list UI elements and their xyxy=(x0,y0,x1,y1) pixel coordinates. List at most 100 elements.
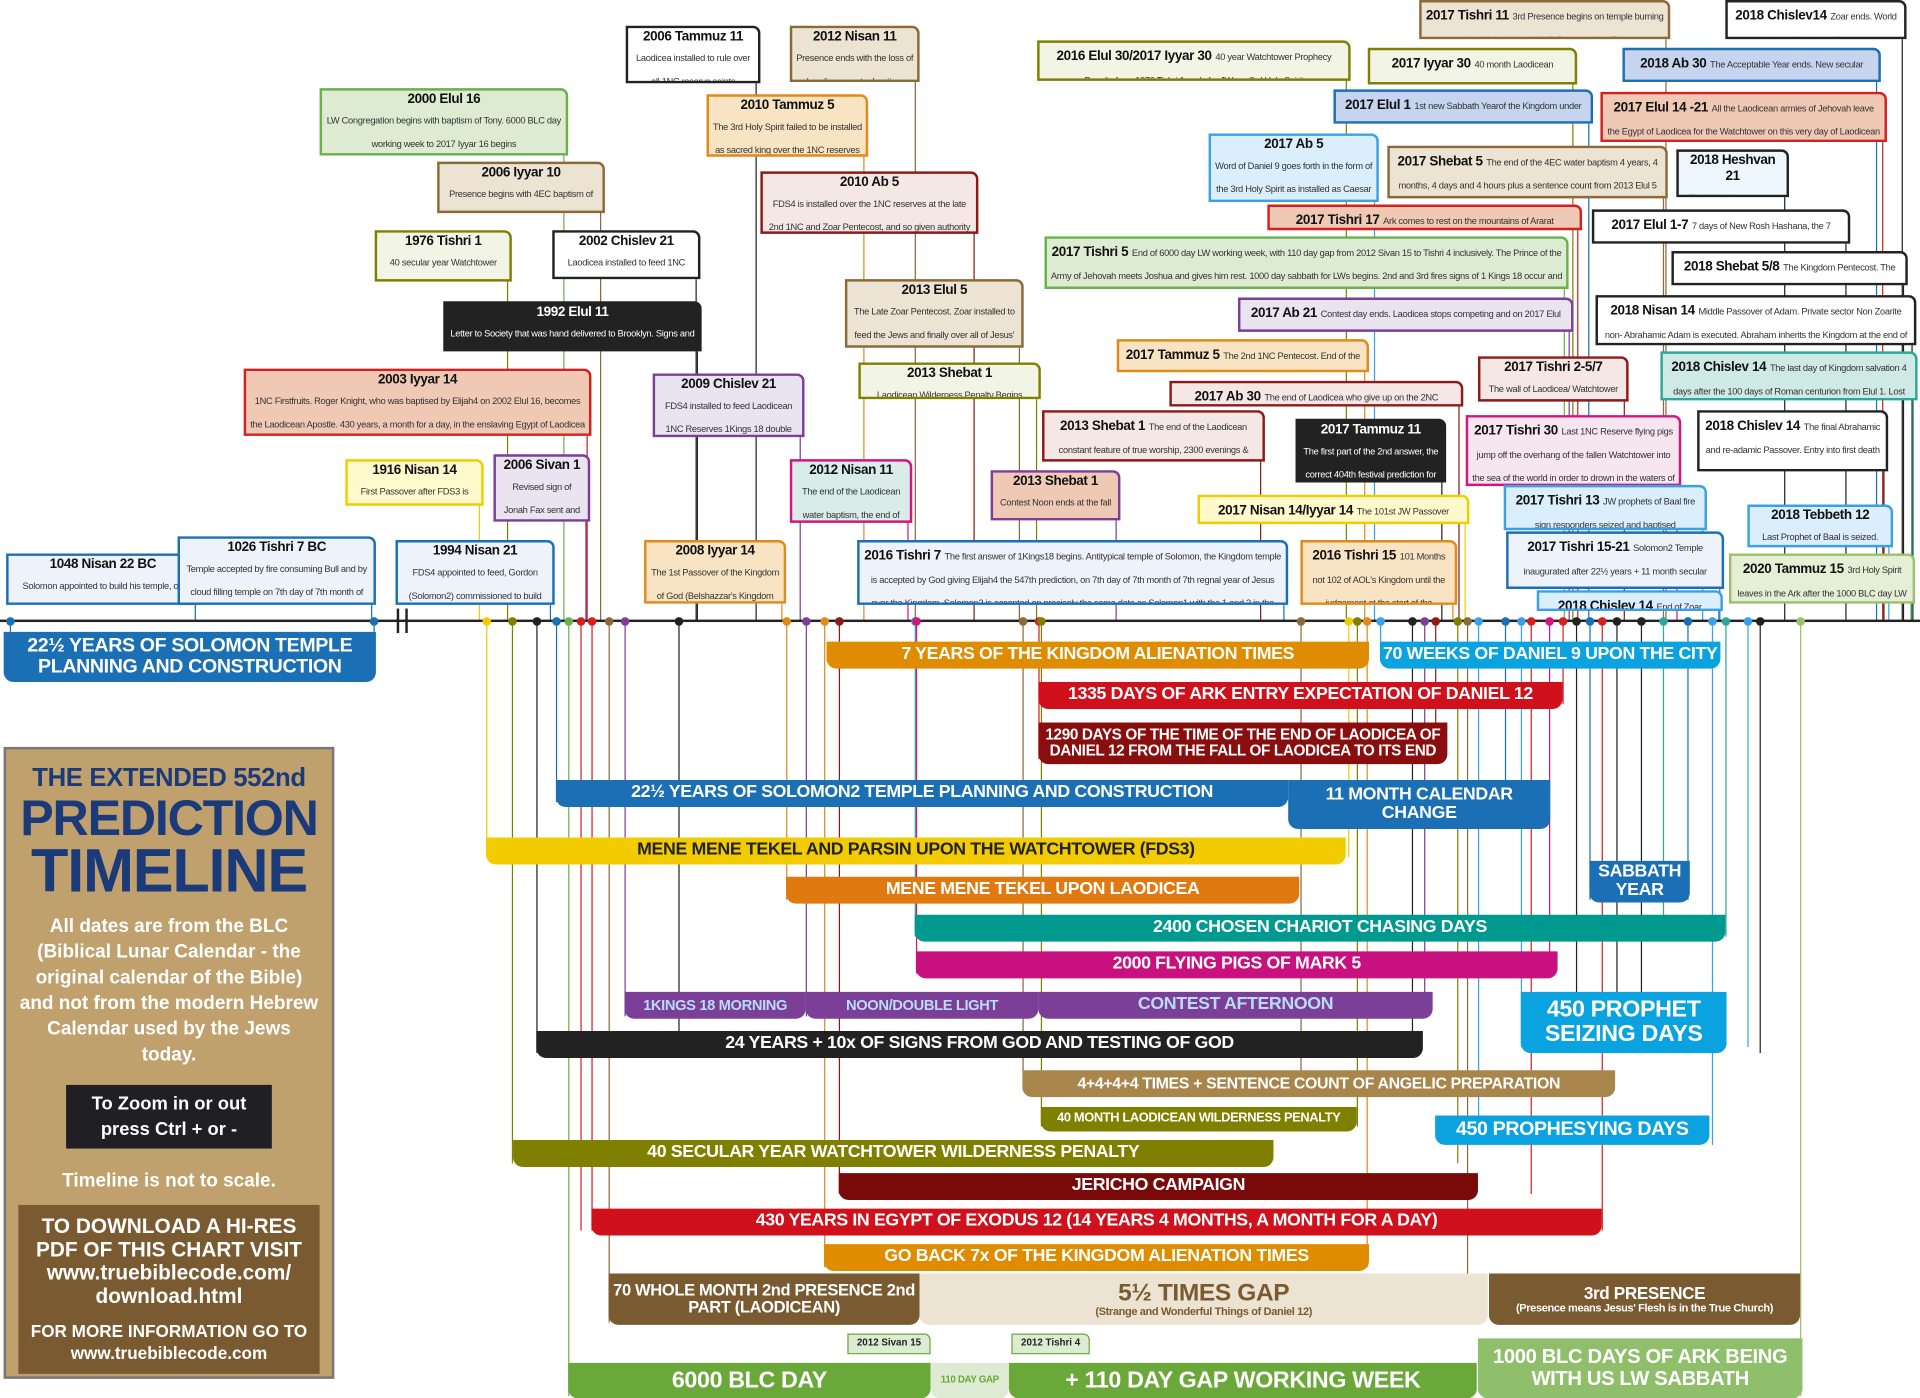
callout-stem xyxy=(755,83,758,621)
band-label: GO BACK 7x OF THE KINGDOM ALIENATION TIM… xyxy=(884,1247,1309,1267)
event-description: The last day of Kingdom salvation 4 days… xyxy=(1673,362,1907,397)
event-date: 2017 Nisan 14/Iyyar 14 xyxy=(1218,503,1353,518)
band-sublabel: (Strange and Wonderful Things of Daniel … xyxy=(1095,1305,1313,1318)
event-date: 2012 Nisan 11 xyxy=(812,29,897,45)
period-band: NOON/DOUBLE LIGHT xyxy=(805,991,1039,1019)
event-date: 2016 Tishri 15 xyxy=(1312,548,1397,564)
event-marker-dot xyxy=(1408,616,1417,626)
connector-line xyxy=(678,620,681,1054)
event-marker-dot xyxy=(1796,616,1805,626)
download-box: TO DOWNLOAD A HI-RES PDF OF THIS CHART V… xyxy=(18,1204,320,1374)
band-label: 22½ YEARS OF SOLOMON2 TEMPLE PLANNING AN… xyxy=(631,782,1214,803)
event-description: 1st new Sabbath Yearof the Kingdom under… xyxy=(1414,100,1582,112)
event-date: 1992 Elul 11 xyxy=(536,304,609,320)
event-marker-dot xyxy=(1637,616,1646,626)
event-marker-dot xyxy=(1597,616,1607,626)
callout-stem xyxy=(371,604,373,621)
download-link[interactable]: TO DOWNLOAD A HI-RES PDF OF THIS CHART V… xyxy=(35,1214,302,1308)
connector-line xyxy=(805,620,808,1017)
event-date: 2013 Shebat 1 xyxy=(1060,418,1146,434)
event-description: Laodicea installed to rule over all 1NC … xyxy=(636,52,751,84)
connector-line xyxy=(486,620,488,858)
band-label: SABBATH YEAR xyxy=(1598,861,1682,901)
event-date: 2017 Tammuz 11 xyxy=(1320,422,1422,438)
event-marker-dot xyxy=(1708,616,1717,626)
event-marker-dot xyxy=(564,616,574,626)
event-marker-dot xyxy=(674,616,684,626)
connector-line xyxy=(1380,620,1382,662)
event-date: 2017 Tishri 30 xyxy=(1474,423,1558,439)
panel-title-line3: TIMELINE xyxy=(31,836,308,905)
band-label: NOON/DOUBLE LIGHT xyxy=(845,996,999,1014)
callout-stem xyxy=(1910,603,1912,621)
event-marker-dot xyxy=(508,616,517,626)
period-band: 1000 BLC DAYS OF ARK BEING WITH US LW SA… xyxy=(1477,1338,1803,1398)
event-date: 2017 Elul 1 xyxy=(1345,97,1411,113)
callout-stem xyxy=(1902,285,1905,621)
callout-stem xyxy=(1464,524,1467,621)
connector-line xyxy=(1366,620,1369,1268)
event-description: FDS4 installed to feed Laodicean 1NC Res… xyxy=(664,400,793,435)
event-date: 2017 Elul 1-7 xyxy=(1611,217,1689,233)
event-marker-dot xyxy=(1037,616,1046,626)
connector-line xyxy=(1662,620,1665,937)
event-description: Contest day ends. Laodicea stops competi… xyxy=(1320,308,1561,320)
event-description: 1NC Firstfruits. Roger Knight, who was b… xyxy=(250,395,585,430)
info-link[interactable]: FOR MORE INFORMATION GO TO www.truebible… xyxy=(30,1321,308,1363)
period-band: 5½ TIMES GAP(Strange and Wonderful Thing… xyxy=(919,1273,1488,1325)
event-callout: 2018 Heshvan 21The Watchtower stops acti… xyxy=(1676,149,1789,198)
event-date: 2013 Elul 5 xyxy=(901,282,968,298)
connector-line xyxy=(1800,620,1802,1396)
event-description: Last Prophet of Baal is seized. xyxy=(1762,531,1879,543)
band-label: MENE MENE TEKEL UPON LAODICEA xyxy=(885,879,1200,900)
event-marker-dot xyxy=(912,616,921,626)
event-description: The Late Zoar Pentecost. Zoar installed … xyxy=(853,306,1015,341)
callout-stem xyxy=(1875,82,1878,621)
calendar-note: All dates are from the BLC (Biblical Lun… xyxy=(19,915,319,1066)
event-date: 2018 Chislev 14 xyxy=(1671,360,1767,375)
period-band: 24 YEARS + 10x OF SIGNS FROM GOD AND TES… xyxy=(536,1031,1423,1058)
event-date: 2017 Tishri 11 xyxy=(1425,8,1509,24)
event-date: 2006 Tammuz 11 xyxy=(642,29,744,45)
event-date: 2018 Chislev 14 xyxy=(1705,418,1801,434)
event-description: First Passover after FDS3 is installed o… xyxy=(360,486,469,498)
timeline-axis xyxy=(0,619,1920,623)
connector-line xyxy=(373,620,376,632)
event-date: 1994 Nisan 21 xyxy=(432,543,518,559)
event-description: FDS4 is installed over the 1NC reserves … xyxy=(768,198,971,233)
connector-line xyxy=(1457,620,1459,1164)
event-description: LW Congregation begins with baptism of T… xyxy=(326,115,562,150)
callout-stem xyxy=(586,435,589,621)
period-band: 7 YEARS OF THE KINGDOM ALIENATION TIMES xyxy=(826,641,1369,669)
event-callout: 2006 Tammuz 11 Laodicea installed to rule… xyxy=(625,25,761,84)
event-description: End of 6000 day LW working week, with 11… xyxy=(1050,247,1563,282)
event-marker-dot xyxy=(1743,616,1753,626)
event-marker-dot xyxy=(1585,616,1595,626)
period-band: 450 PROPHET SEIZING DAYS xyxy=(1520,991,1727,1054)
band-label: JERICHO CAMPAIGN xyxy=(1071,1175,1246,1196)
callout-stem xyxy=(1283,604,1285,621)
event-description: The 1st Passover of the Kingdom of God (… xyxy=(651,566,780,602)
event-marker-dot xyxy=(532,616,542,626)
connector-line xyxy=(1040,620,1043,1127)
event-description: FDS4 appointed to feed, Gordon (Solomon2… xyxy=(408,566,542,602)
callout-stem xyxy=(1784,197,1786,621)
event-marker-dot xyxy=(1517,616,1526,626)
event-marker-dot xyxy=(1612,616,1622,626)
